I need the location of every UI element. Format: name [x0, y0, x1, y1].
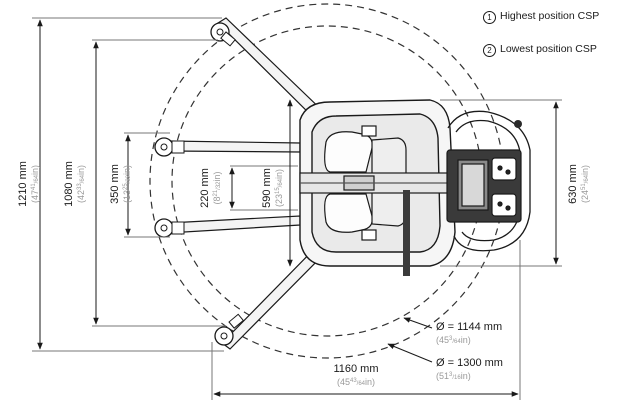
legend-item-highest: 1 Highest position CSP [483, 10, 599, 24]
svg-text:350 mm: 350 mm [109, 164, 121, 204]
svg-text:(4741/64in): (4741/64in) [30, 165, 40, 203]
label-1080: 1080 mm (4233/64in) [63, 161, 86, 207]
svg-text:1210 mm: 1210 mm [17, 161, 29, 207]
label-1144: Ø = 1144 mm (453/64in) [436, 321, 502, 345]
control-panel [446, 149, 522, 223]
svg-text:220 mm: 220 mm [199, 168, 211, 208]
label-1160: 1160 mm (4543/64in) [333, 363, 378, 387]
legend-item-lowest: 2 Lowest position CSP [483, 43, 597, 57]
leg-top-short [167, 140, 301, 153]
svg-text:630 mm: 630 mm [567, 164, 579, 204]
circled-number-1: 1 [483, 11, 496, 24]
label-630: 630 mm (2451/64in) [567, 164, 590, 204]
label-1300: Ø = 1300 mm (513/16in) [436, 357, 503, 381]
svg-text:Ø = 1144 mm: Ø = 1144 mm [436, 321, 502, 333]
caster-bottom-long [214, 313, 245, 346]
caster-bottom-short [154, 218, 185, 238]
dimension-lines [32, 17, 562, 400]
legend-label-highest: Highest position CSP [500, 10, 600, 22]
svg-text:1160 mm: 1160 mm [333, 363, 378, 375]
svg-text:(2315/64in): (2315/64in) [274, 169, 284, 207]
control-knob [514, 120, 522, 128]
mast [299, 172, 453, 194]
label-220: 220 mm (821/32in) [199, 168, 222, 208]
svg-text:590 mm: 590 mm [261, 168, 273, 208]
leg-bottom-short [167, 215, 301, 234]
svg-text:(4233/64in): (4233/64in) [76, 165, 86, 203]
svg-text:(453/64in): (453/64in) [436, 335, 471, 345]
svg-text:(513/16in): (513/16in) [436, 371, 471, 381]
label-590: 590 mm (2315/64in) [261, 168, 284, 208]
svg-text:1080 mm: 1080 mm [63, 161, 75, 207]
label-350: 350 mm (1325/32in) [109, 164, 132, 204]
label-1210: 1210 mm (4741/64in) [17, 161, 40, 207]
svg-text:(821/32in): (821/32in) [212, 171, 222, 204]
caster-top-long [210, 22, 236, 47]
strap [403, 190, 410, 276]
leader-1144 [403, 317, 433, 329]
caster-top-short [154, 137, 185, 157]
circled-number-2: 2 [483, 44, 496, 57]
svg-text:(1325/32in): (1325/32in) [122, 165, 132, 203]
legend-label-lowest: Lowest position CSP [500, 43, 597, 55]
leader-1300 [387, 343, 433, 363]
svg-text:Ø = 1300 mm: Ø = 1300 mm [436, 357, 503, 369]
svg-text:(2451/64in): (2451/64in) [580, 165, 590, 203]
svg-text:(4543/64in): (4543/64in) [337, 377, 375, 387]
